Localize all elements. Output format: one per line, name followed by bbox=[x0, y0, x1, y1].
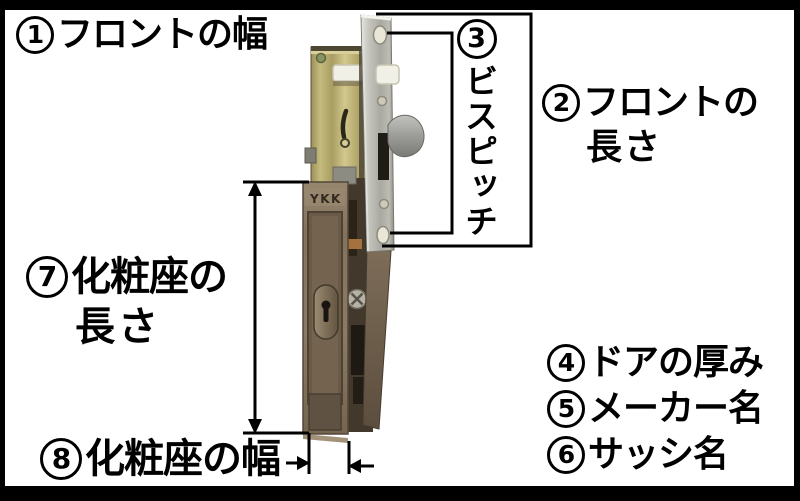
case-key-slot bbox=[340, 108, 349, 140]
circled-number-5: 5 bbox=[547, 390, 585, 428]
nylon-guide-right bbox=[375, 64, 400, 85]
front-plate bbox=[360, 14, 425, 253]
diagram-background bbox=[5, 10, 794, 486]
label-screw-pitch-text: ビスピッチ bbox=[459, 64, 499, 239]
arrowhead-left bbox=[348, 459, 361, 473]
circled-number-3: 3 bbox=[456, 19, 497, 59]
brand-logo: YKK bbox=[309, 192, 342, 206]
label-front-width-text: フロントの幅 bbox=[57, 14, 268, 55]
escutcheon-bottom-patch bbox=[308, 393, 342, 431]
rear-bronze-strip bbox=[362, 246, 392, 430]
label-escutcheon-width: 8 化粧座の幅 bbox=[40, 436, 281, 482]
label-door-thickness-text: ドアの厚み bbox=[588, 342, 764, 383]
label-door-thickness: 4 ドアの厚み bbox=[547, 342, 764, 390]
escutcheon-plate: YKK bbox=[302, 181, 349, 443]
screw-hole-bottom bbox=[376, 225, 390, 245]
label-group-456: 4 ドアの厚み 5 メーカー名 6 サッシ名 bbox=[547, 342, 764, 482]
screw-hole-top bbox=[372, 25, 388, 45]
circled-number-7: 7 bbox=[26, 256, 68, 298]
label-escutcheon-length: 7 化粧座の 長さ bbox=[26, 254, 228, 350]
label-maker-name: 5 メーカー名 bbox=[547, 388, 764, 436]
circled-number-4: 4 bbox=[547, 344, 585, 382]
circled-number-8: 8 bbox=[40, 438, 82, 480]
label-escutcheon-length-line1: 化粧座の bbox=[71, 254, 228, 300]
dimension-front-length bbox=[376, 12, 533, 248]
label-escutcheon-width-text: 化粧座の幅 bbox=[85, 436, 281, 482]
cam-slot bbox=[378, 133, 389, 180]
label-front-length: 2 フロントの 長さ bbox=[542, 82, 759, 168]
label-front-width: 1 フロントの幅 bbox=[16, 14, 268, 55]
label-sash-name: 6 サッシ名 bbox=[547, 436, 763, 482]
circled-number-2: 2 bbox=[542, 84, 580, 122]
label-front-length-line2: 長さ bbox=[586, 127, 663, 168]
circled-number-1: 1 bbox=[16, 16, 54, 54]
label-escutcheon-length-line2: 長さ bbox=[75, 304, 161, 350]
dimension-screw-pitch bbox=[387, 31, 454, 235]
arrowhead-up bbox=[248, 181, 262, 196]
plate-hole-lower bbox=[378, 198, 390, 210]
label-screw-pitch: 3 ビスピッチ bbox=[453, 19, 503, 239]
case-left-tab bbox=[304, 147, 317, 164]
plate-hole-upper bbox=[376, 95, 388, 107]
label-sash-name-text: サッシ名 bbox=[588, 434, 729, 475]
arrowhead-right bbox=[297, 456, 310, 470]
circled-number-6: 6 bbox=[547, 436, 585, 474]
arrowhead-down bbox=[248, 419, 262, 434]
hook-cam bbox=[387, 114, 425, 158]
case-rivet bbox=[315, 52, 327, 64]
label-front-length-line1: フロントの bbox=[583, 82, 759, 123]
label-maker-name-text: メーカー名 bbox=[588, 388, 764, 429]
